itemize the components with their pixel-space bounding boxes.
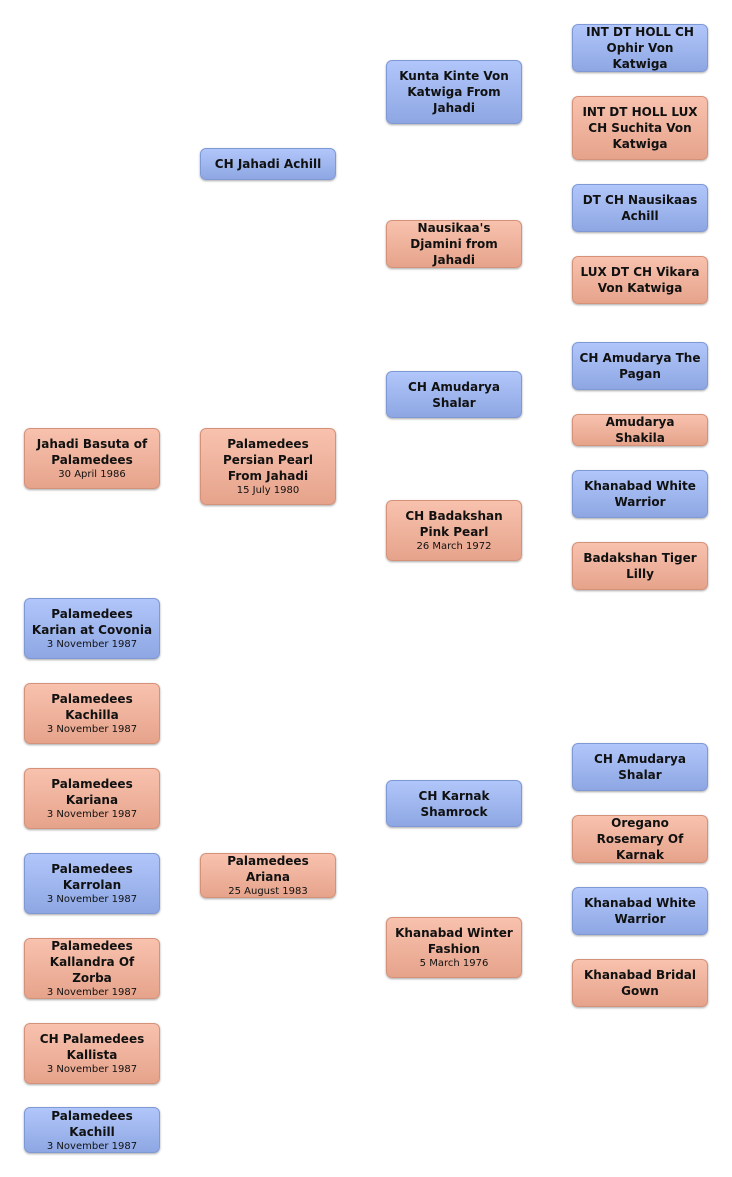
- birth-date: 3 November 1987: [46, 809, 138, 820]
- dog-name: INT DT HOLL CH Ophir Von Katwiga: [586, 25, 694, 71]
- dog-name: Palamedees Kallandra Of Zorba: [49, 939, 135, 985]
- pedigree-node[interactable]: Palamedees Ariana 25 August 1983: [200, 853, 336, 898]
- dog-name: CH Palamedees Kallista: [39, 1032, 145, 1062]
- pedigree-node[interactable]: CH Amudarya The Pagan: [572, 342, 708, 390]
- pedigree-node[interactable]: Khanabad Bridal Gown: [572, 959, 708, 1007]
- pedigree-node[interactable]: CH Palamedees Kallista 3 November 1987: [24, 1023, 160, 1084]
- dog-name: Oregano Rosemary Of Karnak: [596, 816, 684, 862]
- dog-name: Badakshan Tiger Lilly: [583, 551, 697, 581]
- birth-date: 3 November 1987: [46, 894, 138, 905]
- dog-name: CH Karnak Shamrock: [418, 788, 490, 819]
- pedigree-node[interactable]: DT CH Nausikaas Achill: [572, 184, 708, 232]
- pedigree-node[interactable]: Khanabad Winter Fashion 5 March 1976: [386, 917, 522, 978]
- dog-name: Kunta Kinte Von Katwiga From Jahadi: [399, 69, 509, 115]
- birth-date: 3 November 1987: [46, 724, 138, 735]
- pedigree-node[interactable]: Palamedees Persian Pearl From Jahadi 15 J…: [200, 428, 336, 505]
- pedigree-node[interactable]: CH Karnak Shamrock: [386, 780, 522, 827]
- pedigree-node[interactable]: LUX DT CH Vikara Von Katwiga: [572, 256, 708, 304]
- dog-name: Jahadi Basuta of Palamedees: [36, 437, 148, 467]
- birth-date: 5 March 1976: [419, 958, 489, 969]
- pedigree-node[interactable]: Palamedees Kallandra Of Zorba 3 November …: [24, 938, 160, 999]
- dog-name: DT CH Nausikaas Achill: [582, 193, 698, 223]
- birth-date: 3 November 1987: [46, 987, 138, 998]
- dog-name: INT DT HOLL LUX CH Suchita Von Katwiga: [582, 105, 698, 151]
- pedigree-node[interactable]: INT DT HOLL CH Ophir Von Katwiga: [572, 24, 708, 72]
- dog-name: CH Badakshan Pink Pearl: [405, 509, 503, 539]
- pedigree-node[interactable]: Palamedees Karian at Covonia 3 November 1…: [24, 598, 160, 659]
- dog-name: Khanabad White Warrior: [584, 896, 696, 926]
- pedigree-node[interactable]: Nausikaa's Djamini from Jahadi: [386, 220, 522, 268]
- pedigree-node[interactable]: CH Badakshan Pink Pearl 26 March 1972: [386, 500, 522, 561]
- birth-date: 3 November 1987: [46, 1140, 138, 1152]
- dog-name: Palamedees Ariana: [227, 854, 309, 884]
- dog-name: LUX DT CH Vikara Von Katwiga: [580, 265, 700, 295]
- pedigree-node[interactable]: Khanabad White Warrior: [572, 470, 708, 518]
- pedigree-node[interactable]: INT DT HOLL LUX CH Suchita Von Katwiga: [572, 96, 708, 160]
- birth-date: 25 August 1983: [228, 886, 308, 897]
- birth-date: 15 July 1980: [236, 485, 300, 496]
- dog-name: Khanabad Winter Fashion: [395, 926, 513, 956]
- dog-name: Palamedees Persian Pearl From Jahadi: [223, 437, 313, 483]
- dog-name: CH Amudarya Shalar: [408, 379, 500, 410]
- dog-name: Khanabad White Warrior: [584, 479, 696, 509]
- dog-name: Palamedees Kachilla: [51, 692, 133, 722]
- dog-name: Khanabad Bridal Gown: [583, 968, 696, 998]
- pedigree-node[interactable]: Kunta Kinte Von Katwiga From Jahadi: [386, 60, 522, 124]
- dog-name: Nausikaa's Djamini from Jahadi: [410, 221, 498, 267]
- pedigree-node[interactable]: Khanabad White Warrior: [572, 887, 708, 935]
- pedigree-node[interactable]: CH Amudarya Shalar: [572, 743, 708, 791]
- dog-name: CH Jahadi Achill: [214, 157, 322, 171]
- dog-name: Palamedees Karrolan: [51, 862, 133, 892]
- dog-name: Amudarya Shakila: [605, 415, 675, 445]
- birth-date: 26 March 1972: [416, 541, 492, 552]
- dog-name: Palamedees Karian at Covonia: [31, 607, 153, 637]
- dog-name: Palamedees Kariana: [51, 777, 133, 807]
- birth-date: 3 November 1987: [46, 639, 138, 650]
- dog-name: Palamedees Kachill: [51, 1108, 133, 1139]
- birth-date: 30 April 1986: [58, 469, 126, 480]
- pedigree-node[interactable]: Badakshan Tiger Lilly: [572, 542, 708, 590]
- pedigree-node[interactable]: CH Amudarya Shalar: [386, 371, 522, 418]
- birth-date: 3 November 1987: [46, 1064, 138, 1075]
- dog-name: CH Amudarya Shalar: [594, 752, 686, 782]
- pedigree-node[interactable]: Palamedees Karrolan 3 November 1987: [24, 853, 160, 914]
- pedigree-node[interactable]: Amudarya Shakila: [572, 414, 708, 446]
- dog-name: CH Amudarya The Pagan: [579, 351, 701, 381]
- pedigree-node[interactable]: CH Jahadi Achill: [200, 148, 336, 180]
- pedigree-node[interactable]: Jahadi Basuta of Palamedees 30 April 1986: [24, 428, 160, 489]
- pedigree-node[interactable]: Palamedees Kachilla 3 November 1987: [24, 683, 160, 744]
- pedigree-node[interactable]: Oregano Rosemary Of Karnak: [572, 815, 708, 863]
- pedigree-node[interactable]: Palamedees Kariana 3 November 1987: [24, 768, 160, 829]
